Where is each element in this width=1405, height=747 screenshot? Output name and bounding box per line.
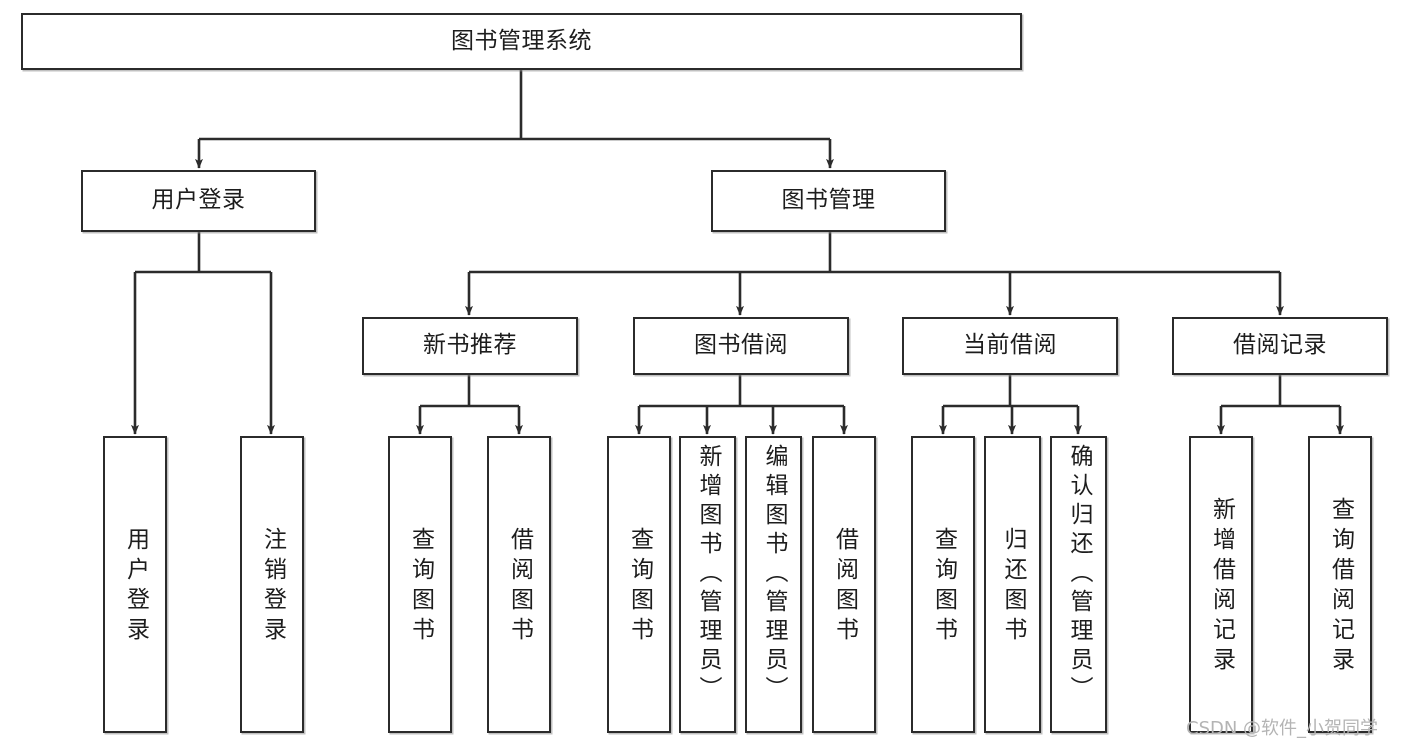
- leaf-borrow-add-book-label: 新增图书（管理员）: [695, 444, 721, 705]
- node-current-borrow[interactable]: 当前借阅: [902, 317, 1118, 375]
- node-borrow-record-label: 借阅记录: [1233, 332, 1327, 359]
- node-new-book-recommend[interactable]: 新书推荐: [362, 317, 578, 375]
- csdn-watermark: CSDN @软件_小贺同学: [1186, 718, 1379, 739]
- node-user-login[interactable]: 用户登录: [81, 170, 316, 232]
- leaf-borrow-edit-book[interactable]: 编辑图书（管理员）: [745, 436, 802, 733]
- node-book-borrow[interactable]: 图书借阅: [633, 317, 849, 375]
- node-borrow-record[interactable]: 借阅记录: [1172, 317, 1388, 375]
- leaf-borrow-query-label: 查询图书: [626, 526, 653, 647]
- leaf-borrow-do-borrow[interactable]: 借阅图书: [812, 436, 876, 733]
- leaf-current-query[interactable]: 查询图书: [911, 436, 975, 733]
- leaf-current-return[interactable]: 归还图书: [984, 436, 1041, 733]
- node-current-borrow-label: 当前借阅: [963, 332, 1057, 359]
- node-root-label: 图书管理系统: [451, 27, 592, 54]
- node-book-management-label: 图书管理: [781, 187, 876, 214]
- node-book-management[interactable]: 图书管理: [711, 170, 946, 232]
- leaf-current-query-label: 查询图书: [930, 526, 957, 647]
- leaf-new-book-query[interactable]: 查询图书: [388, 436, 452, 733]
- leaf-record-add-label: 新增借阅记录: [1208, 496, 1235, 677]
- leaf-user-logout-label: 注销登录: [259, 526, 286, 647]
- leaf-current-return-label: 归还图书: [1000, 526, 1026, 647]
- leaf-borrow-query[interactable]: 查询图书: [607, 436, 671, 733]
- node-new-book-recommend-label: 新书推荐: [423, 332, 517, 359]
- leaf-record-add[interactable]: 新增借阅记录: [1189, 436, 1253, 733]
- leaf-new-book-borrow-label: 借阅图书: [506, 526, 533, 647]
- leaf-current-confirm-return-label: 确认归还（管理员）: [1066, 444, 1092, 705]
- node-user-login-label: 用户登录: [151, 187, 246, 214]
- leaf-new-book-query-label: 查询图书: [407, 526, 434, 647]
- leaf-user-logout[interactable]: 注销登录: [240, 436, 304, 733]
- node-book-borrow-label: 图书借阅: [694, 332, 788, 359]
- leaf-borrow-add-book[interactable]: 新增图书（管理员）: [679, 436, 736, 733]
- leaf-user-login-label: 用户登录: [122, 526, 149, 647]
- leaf-borrow-do-borrow-label: 借阅图书: [831, 526, 858, 647]
- leaf-new-book-borrow[interactable]: 借阅图书: [487, 436, 551, 733]
- leaf-user-login[interactable]: 用户登录: [103, 436, 167, 733]
- node-root[interactable]: 图书管理系统: [21, 13, 1022, 70]
- leaf-record-query-label: 查询借阅记录: [1327, 496, 1354, 677]
- leaf-borrow-edit-book-label: 编辑图书（管理员）: [761, 444, 787, 705]
- leaf-record-query[interactable]: 查询借阅记录: [1308, 436, 1372, 733]
- leaf-current-confirm-return[interactable]: 确认归还（管理员）: [1050, 436, 1107, 733]
